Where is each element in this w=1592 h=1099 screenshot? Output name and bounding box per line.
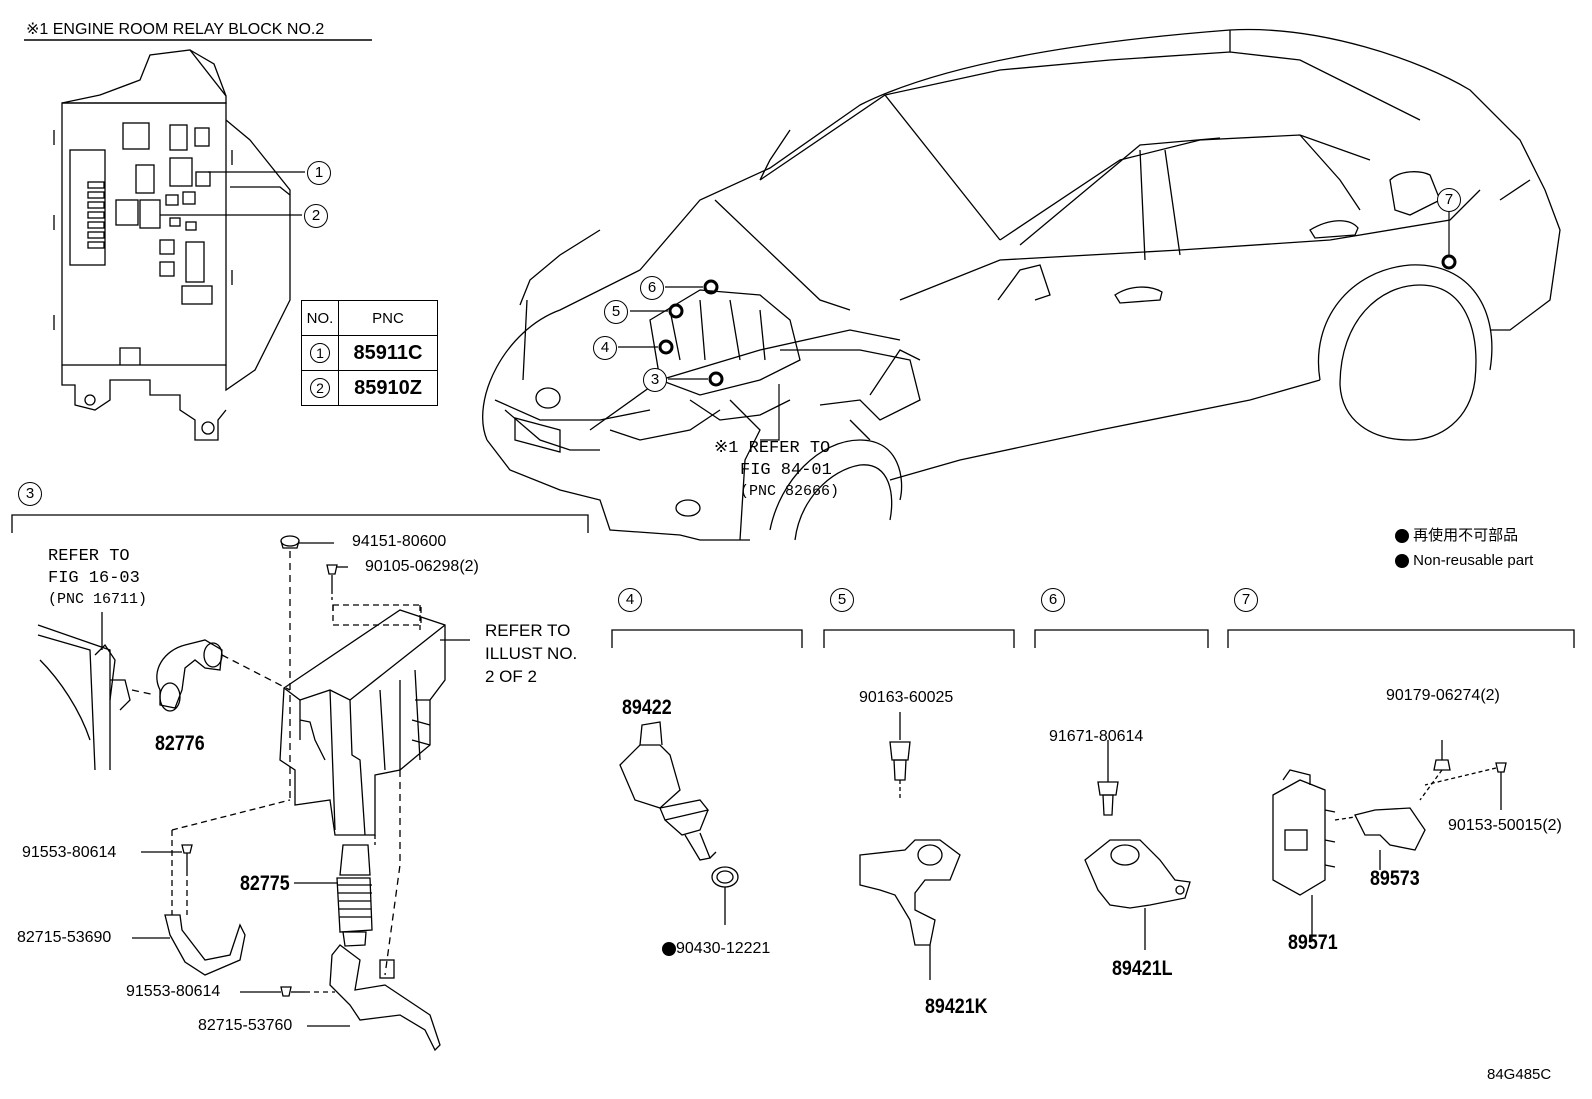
callout-1: 1 [307,161,331,185]
part-82715-53760: 82715-53760 [198,1017,293,1034]
part-94151-80600: 94151-80600 [352,533,447,550]
group6-drawing [1084,740,1191,950]
group-4-callout: 4 [618,588,642,612]
part-90153-50015: 90153-50015(2) [1448,817,1562,834]
group-5-callout: 5 [830,588,854,612]
part-89571: 89571 [1288,931,1338,954]
callout-3: 3 [643,368,667,392]
legend-jp: 再使用不可部品 [1395,527,1519,544]
car-callout-leaders [618,212,1457,441]
relay-block-drawing [53,49,305,441]
group3-drawing [37,535,470,1052]
group3-refer-right-line2: ILLUST NO. [485,644,578,663]
group3-refer-right-line1: REFER TO [485,621,571,640]
illustration-code: 84G485C [1487,1066,1552,1083]
part-89422: 89422 [622,696,672,719]
non-reusable-dot-icon [662,941,676,956]
group3-refer-left-line3: (PNC 16711) [48,591,148,608]
part-90105-06298: 90105-06298(2) [365,558,479,575]
legend-jp-text: 再使用不可部品 [1413,527,1519,544]
pnc-row-number: 2 [310,378,330,398]
group-7-callout: 7 [1234,588,1258,612]
legend-en: Non-reusable part [1395,552,1534,569]
table-row: 1 85911C [301,335,438,371]
legend-en-text: Non-reusable part [1413,552,1534,569]
part-90430-12221: 90430-12221 [662,941,770,957]
table-row: 2 85910Z [301,370,438,406]
pnc-row-number: 1 [310,343,330,363]
pnc-table-header-pnc: PNC [338,300,438,336]
group4-drawing [619,721,739,925]
part-82776: 82776 [155,732,205,755]
car-refer-line2: FIG 84-01 [740,461,832,480]
vehicle-outline-drawing [482,28,1561,541]
part-91553-80614-upper: 91553-80614 [22,844,117,861]
pnc-table-header-no: NO. [301,300,339,336]
part-90163-60025: 90163-60025 [859,689,954,706]
part-90430-12221-label: 90430-12221 [676,940,771,957]
group3-refer-left-line1: REFER TO [48,547,130,566]
diagram-title: ※1 ENGINE ROOM RELAY BLOCK NO.2 [26,21,325,38]
car-refer-line1: ※1 REFER TO [714,439,831,458]
part-89573: 89573 [1370,867,1420,890]
callout-5: 5 [604,300,628,324]
group3-refer-left-line2: FIG 16-03 [48,569,140,588]
callout-6: 6 [640,276,664,300]
callout-2: 2 [304,204,328,228]
part-89421L: 89421L [1112,957,1173,980]
part-90179-06274: 90179-06274(2) [1386,687,1500,704]
car-refer-line3: (PNC 82666) [740,483,840,500]
pnc-row-value: 85910Z [338,370,438,406]
non-reusable-dot-icon [1395,529,1409,544]
group3-refer-right-line3: 2 OF 2 [485,667,537,686]
non-reusable-dot-icon [1395,554,1409,569]
callout-4: 4 [593,336,617,360]
part-89421K: 89421K [925,995,988,1018]
part-91671-80614: 91671-80614 [1049,728,1144,745]
pnc-table: NO. PNC 1 85911C 2 85910Z [301,300,438,406]
group5-drawing [859,712,961,980]
part-91553-80614-lower: 91553-80614 [126,983,221,1000]
part-82775: 82775 [240,872,290,895]
part-82715-53690: 82715-53690 [17,929,112,946]
group-6-callout: 6 [1041,588,1065,612]
pnc-row-value: 85911C [338,335,438,371]
group7-drawing [1272,740,1507,940]
callout-7: 7 [1437,188,1461,212]
group-brackets [11,514,1575,648]
group-3-callout: 3 [18,482,42,506]
